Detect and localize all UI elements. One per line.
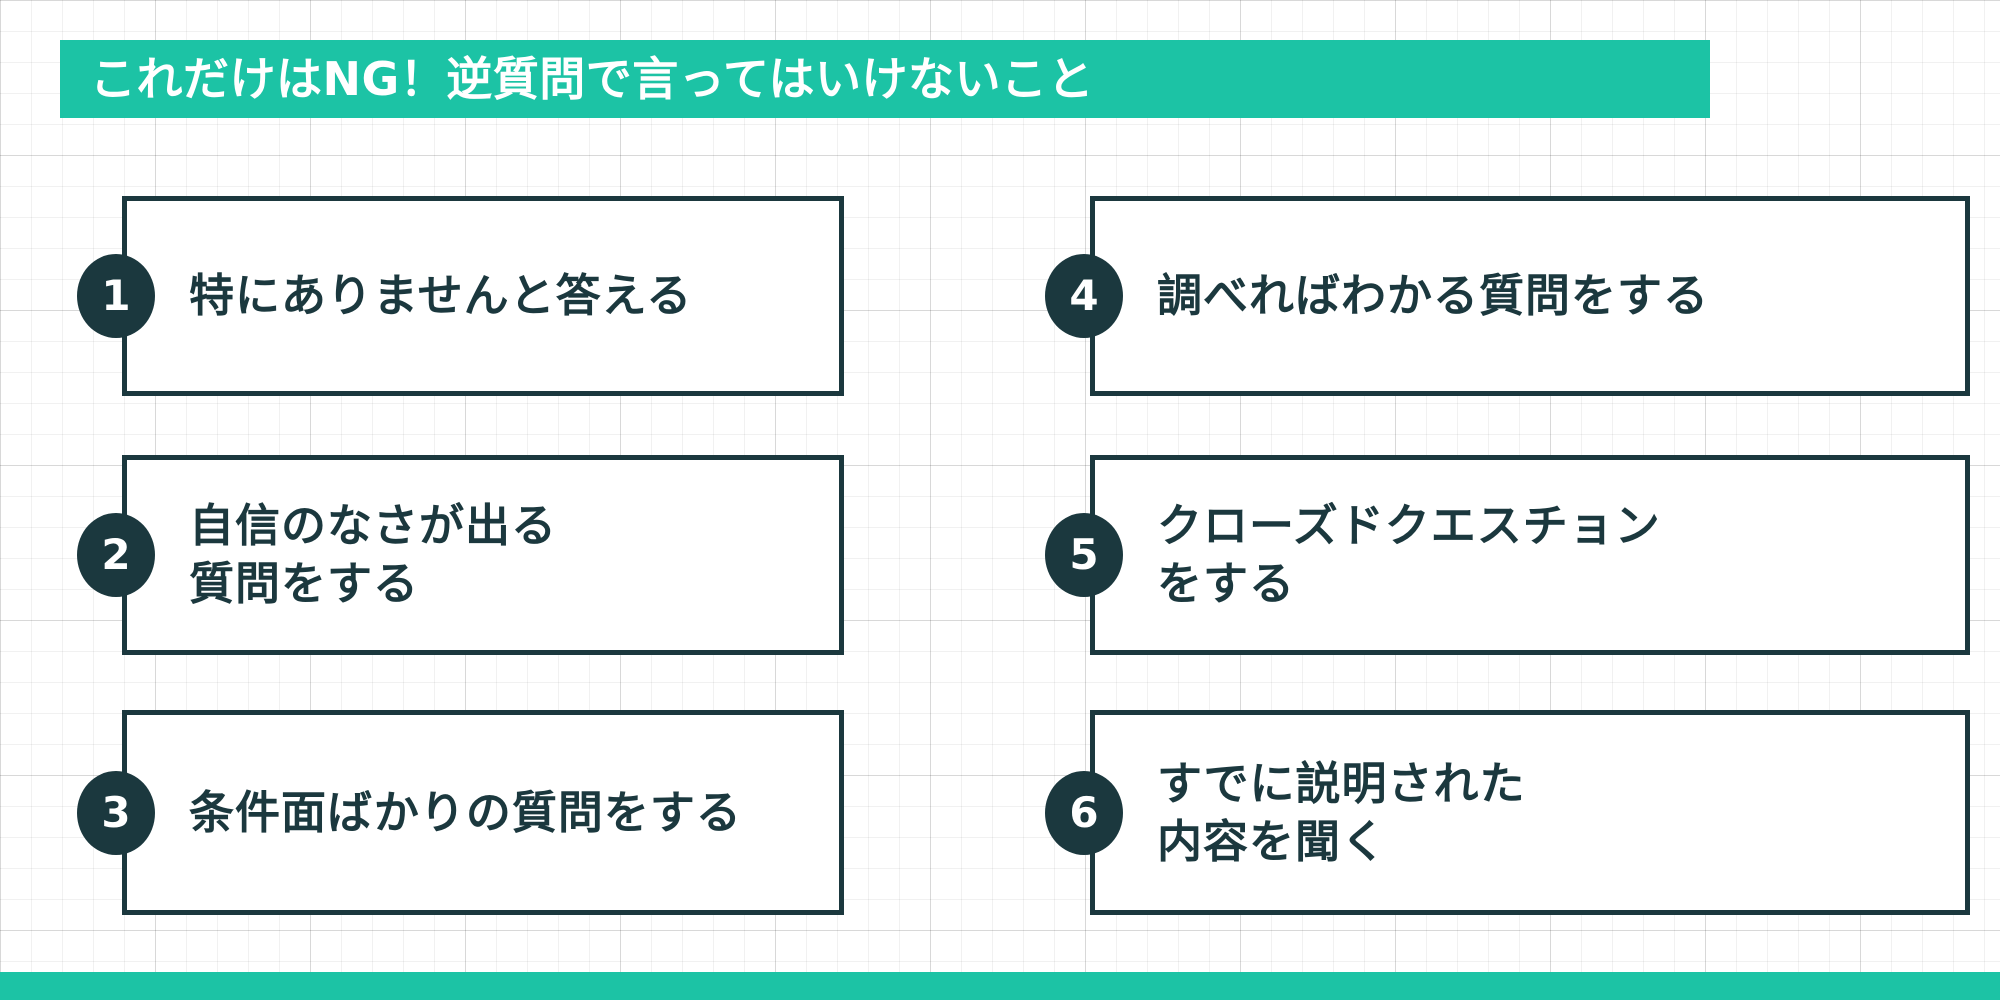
item-label: 特にありませんと答える — [189, 269, 693, 323]
item-number-badge: 4 — [1045, 254, 1123, 338]
ng-item-card-4: 4 調べればわかる質問をする — [1045, 196, 1970, 396]
item-number-badge: 5 — [1045, 513, 1123, 597]
item-label: 条件面ばかりの質問をする — [189, 785, 742, 839]
item-label: すでに説明された 内容を聞く — [1157, 756, 1526, 868]
ng-item-card-1: 1 特にありませんと答える — [77, 196, 844, 396]
ng-item-card-2: 2 自信のなさが出る 質問をする — [77, 455, 844, 655]
item-label: クローズドクエスチョン をする — [1157, 499, 1661, 610]
item-number-badge: 6 — [1045, 770, 1123, 855]
ng-item-card-6: 6 すでに説明された 内容を聞く — [1045, 710, 1970, 915]
item-label: 自信のなさが出る 質問をする — [189, 499, 558, 610]
page-title: これだけはNG！逆質問で言ってはいけないこと — [90, 52, 1095, 106]
ng-item-card-3: 3 条件面ばかりの質問をする — [77, 710, 844, 915]
header-banner: これだけはNG！逆質問で言ってはいけないこと — [60, 40, 1710, 118]
item-label: 調べればわかる質問をする — [1157, 269, 1710, 323]
footer-banner — [0, 972, 2000, 1000]
item-number-badge: 2 — [77, 513, 155, 597]
ng-item-card-5: 5 クローズドクエスチョン をする — [1045, 455, 1970, 655]
item-number-badge: 1 — [77, 254, 155, 338]
item-number-badge: 3 — [77, 770, 155, 855]
